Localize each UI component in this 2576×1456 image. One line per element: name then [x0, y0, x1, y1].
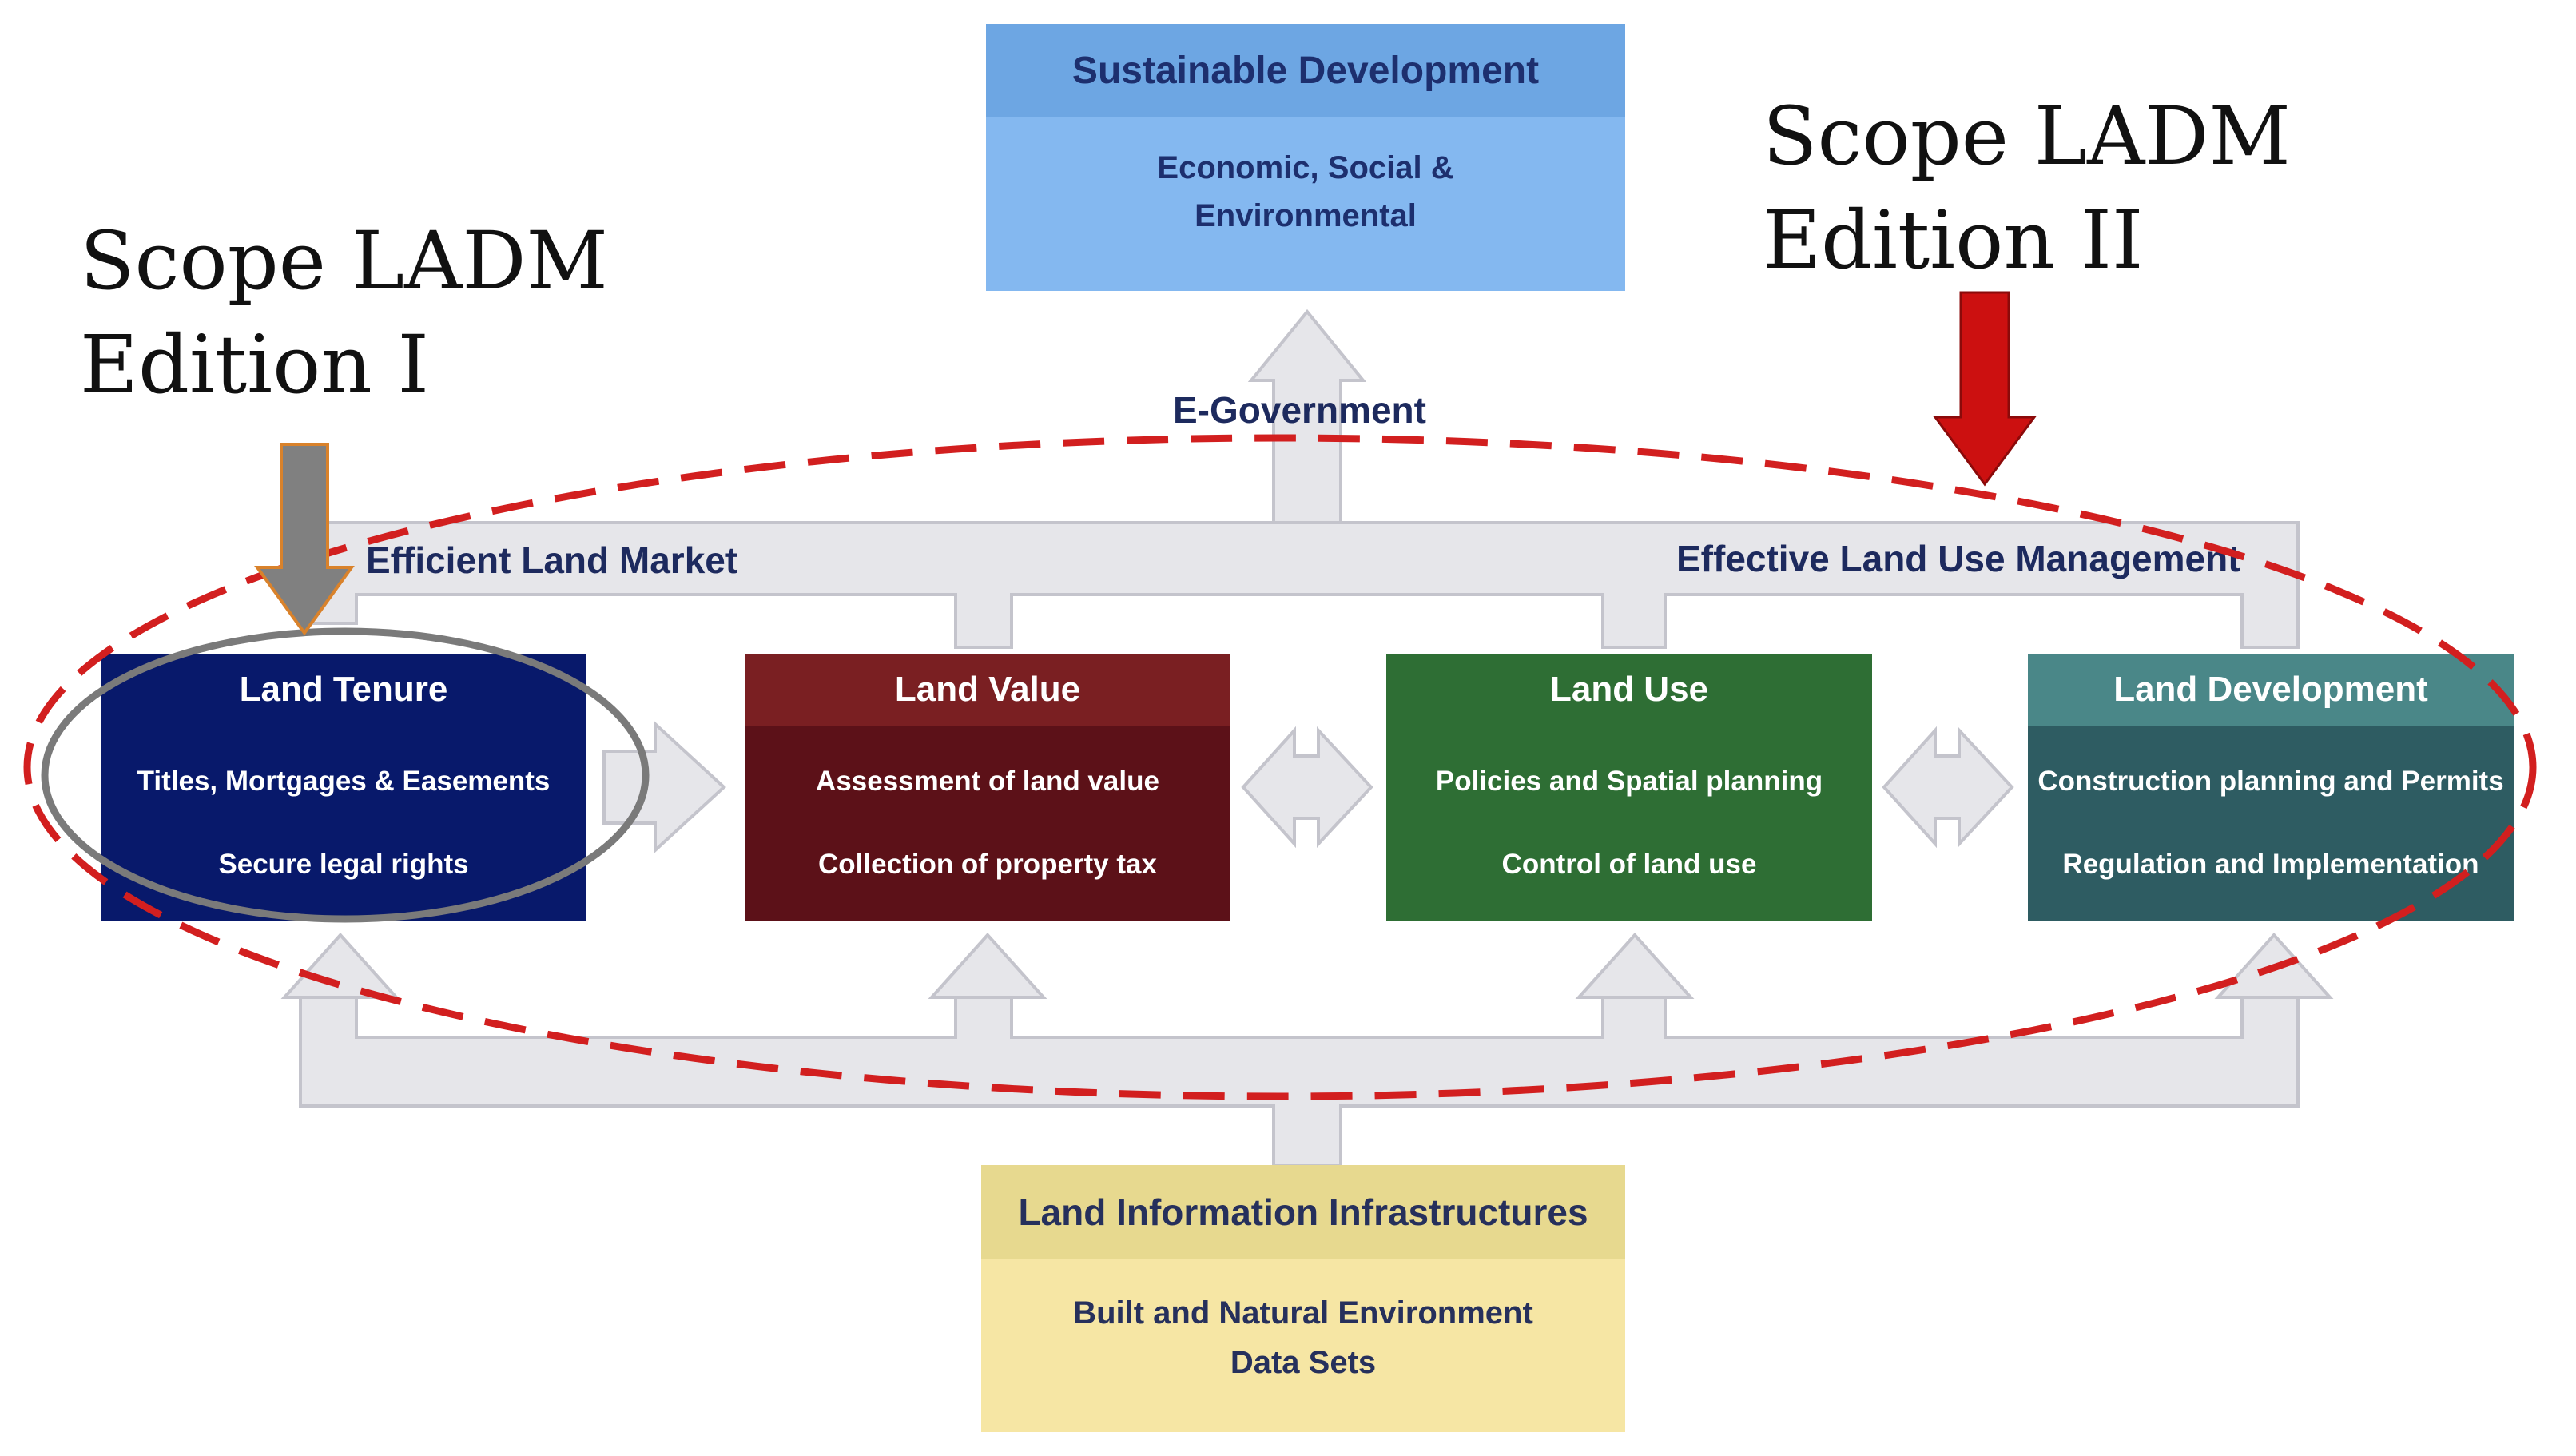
arrow-tenure-to-value [602, 720, 726, 854]
scope-edition-2-label: Scope LADM Edition II [1763, 85, 2291, 292]
sustainable-development-box: Sustainable Development Economic, Social… [986, 24, 1625, 291]
land-development-box: Land Development Construction planning a… [2028, 654, 2514, 921]
land-use-line-2: Control of land use [1501, 849, 1757, 880]
up-arrow-land-tenure [280, 933, 400, 999]
double-arrow-value-use [1241, 726, 1373, 849]
efficient-land-market-label: Efficient Land Market [366, 539, 738, 581]
land-use-line-1: Policies and Spatial planning [1435, 766, 1823, 797]
land-tenure-line-2: Secure legal rights [218, 849, 469, 880]
land-development-title: Land Development [2028, 654, 2514, 726]
sustainable-development-line-1: Economic, Social & [1157, 150, 1454, 185]
land-use-box: Land Use Policies and Spatial planning C… [1386, 654, 1872, 921]
land-information-infrastructures-line-2: Data Sets [1230, 1345, 1377, 1380]
scope-edition-1-label: Scope LADM Edition I [80, 209, 608, 417]
bottom-connector-frame [299, 996, 2300, 1167]
up-arrow-land-use [1575, 933, 1695, 999]
up-arrow-land-development [2214, 933, 2334, 999]
land-tenure-box: Land Tenure Titles, Mortgages & Easement… [101, 654, 586, 921]
land-tenure-title: Land Tenure [101, 654, 586, 726]
land-information-infrastructures-title: Land Information Infrastructures [981, 1165, 1625, 1259]
land-value-line-1: Assessment of land value [816, 766, 1159, 797]
land-value-title: Land Value [745, 654, 1230, 726]
double-arrow-use-development [1882, 726, 2014, 849]
sustainable-development-title: Sustainable Development [986, 24, 1625, 117]
land-information-infrastructures-box: Land Information Infrastructures Built a… [981, 1165, 1625, 1432]
land-use-title: Land Use [1386, 654, 1872, 726]
e-government-label: E-Government [1173, 389, 1426, 431]
land-development-line-1: Construction planning and Permits [2037, 766, 2504, 797]
land-value-box: Land Value Assessment of land value Coll… [745, 654, 1230, 921]
scope-edition-2-line-1: Scope LADM [1763, 90, 2291, 183]
scope-edition-1-line-2: Edition I [80, 318, 430, 412]
effective-land-use-management-label: Effective Land Use Management [1676, 538, 2240, 579]
scope-edition-2-line-2: Edition II [1763, 193, 2144, 287]
land-development-line-2: Regulation and Implementation [2062, 849, 2479, 880]
scope-edition-1-line-1: Scope LADM [80, 214, 608, 308]
sustainable-development-line-2: Environmental [1195, 198, 1417, 233]
land-value-line-2: Collection of property tax [818, 849, 1157, 880]
land-information-infrastructures-line-1: Built and Natural Environment [1073, 1295, 1533, 1331]
up-arrow-land-value [928, 933, 1047, 999]
land-tenure-line-1: Titles, Mortgages & Easements [137, 766, 551, 797]
